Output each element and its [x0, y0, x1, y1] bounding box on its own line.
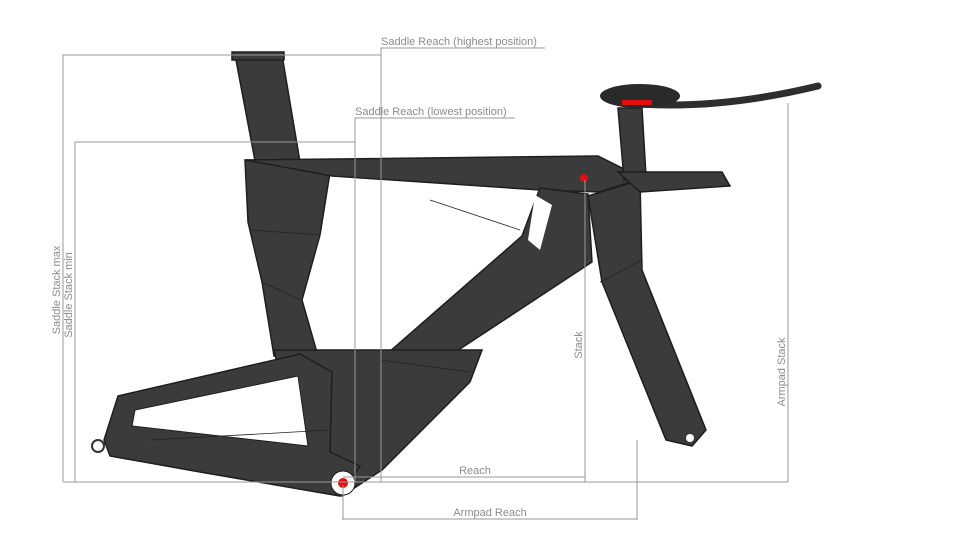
headset-marker [580, 174, 588, 182]
rear-dropout [91, 439, 105, 453]
label-reach: Reach [459, 465, 491, 477]
saddle-clamp [231, 51, 285, 61]
armpad [600, 84, 680, 108]
label-armpad-stack: Armpad Stack [776, 337, 788, 407]
fork [587, 178, 707, 447]
base-bar [616, 171, 732, 193]
label-saddle-stack-min: Saddle Stack min [63, 252, 75, 338]
dimension-lines [62, 47, 789, 520]
label-armpad-reach: Armpad Reach [453, 507, 526, 519]
label-saddle-reach-lowest: Saddle Reach (lowest position) [355, 106, 507, 118]
seat-tube [244, 159, 333, 357]
label-saddle-reach-highest: Saddle Reach (highest position) [381, 36, 537, 48]
label-saddle-stack-max: Saddle Stack max [51, 245, 63, 334]
down-tube [378, 187, 593, 373]
rear-triangle-opening [131, 375, 309, 447]
fork-dropout [686, 434, 694, 442]
bottom-bracket-center [338, 478, 348, 488]
seatpost [235, 54, 301, 167]
down-tube-cutout [528, 195, 552, 250]
bike-frame [91, 51, 822, 497]
armpad-accent [622, 100, 652, 105]
label-stack: Stack [573, 331, 585, 359]
